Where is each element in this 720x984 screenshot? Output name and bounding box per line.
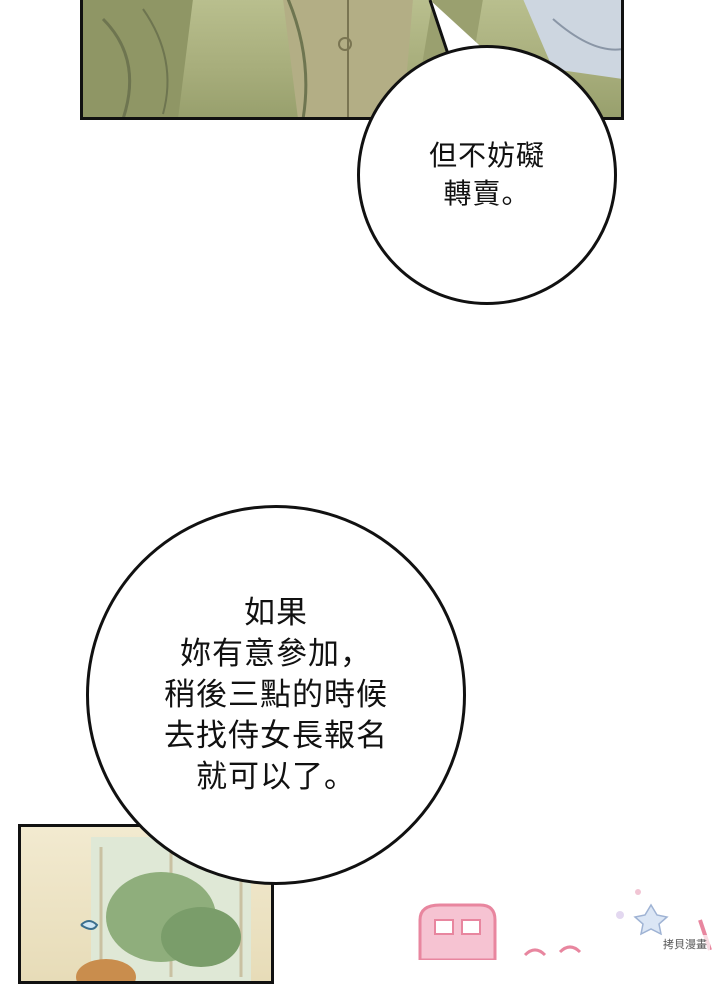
speech-text-top: 但不妨礙 轉賣。 xyxy=(428,139,545,210)
speech-bubble-large: 如果 妳有意參加， 稍後三點的時候 去找侍女長報名 就可以了。 xyxy=(86,505,466,885)
watermark: 拷貝漫畫 xyxy=(660,935,710,953)
speech-bubble-top: 但不妨礙 轉賣。 xyxy=(357,45,617,305)
speech-text-large: 如果 妳有意參加， 稍後三點的時候 去找侍女長報名 就可以了。 xyxy=(164,594,388,795)
sound-effect-decoration xyxy=(418,889,712,960)
bottom-panel-artwork xyxy=(76,837,251,981)
